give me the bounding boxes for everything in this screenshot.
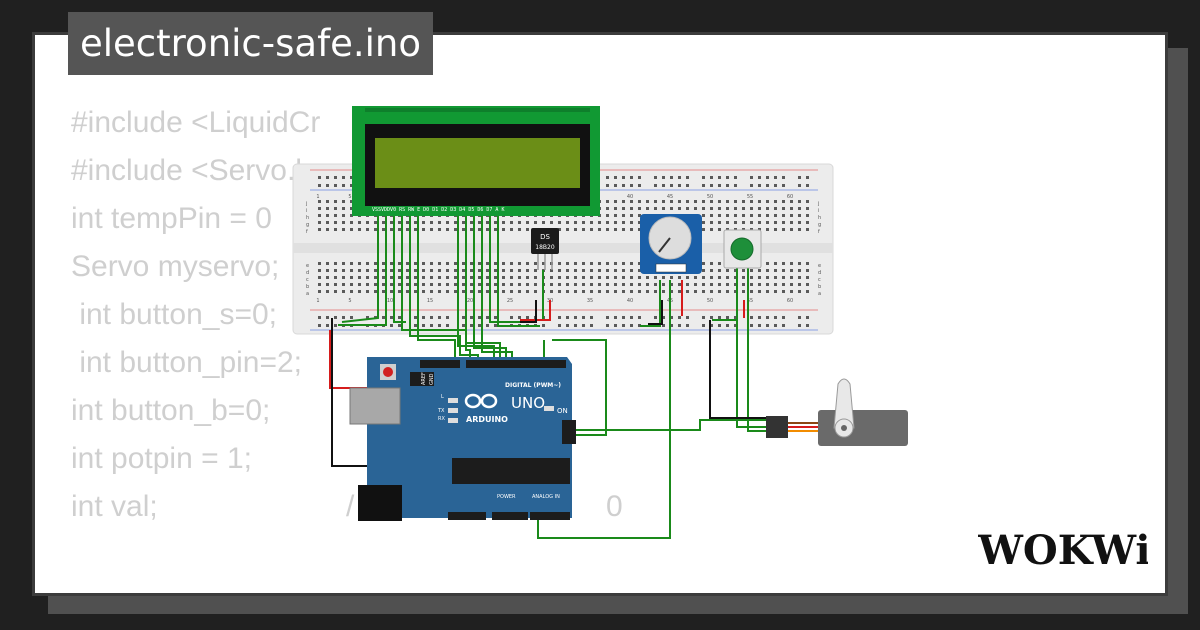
code-fragment: 0: [606, 490, 623, 523]
arduino-tx-label: TX: [437, 408, 445, 414]
arduino-digital-label: DIGITAL (PWM~): [505, 382, 561, 389]
breadboard-column-number: 60: [787, 298, 793, 304]
sensor-label-2: 18B20: [535, 244, 555, 251]
breadboard-row-letter: d: [306, 270, 309, 276]
temperature-sensor: DS 18B20: [531, 228, 559, 270]
breadboard-row-letter: i: [306, 208, 307, 214]
code-line: #include <LiquidCr: [71, 106, 321, 139]
breadboard-column-number: 50: [707, 298, 713, 304]
breadboard-row-letter: b: [306, 284, 309, 290]
breadboard-column-number: 55: [747, 194, 753, 200]
push-button[interactable]: [723, 229, 762, 269]
breadboard-column-number: 35: [587, 298, 593, 304]
potentiometer[interactable]: [640, 214, 702, 274]
breadboard-row-letter: h: [306, 215, 309, 221]
breadboard-column-number: 45: [667, 194, 673, 200]
breadboard-column-number: 40: [627, 298, 633, 304]
lcd-pin-labels: VSSVDDV0 RS RW E D0 D1 D2 D3 D4 D5 D6 D7…: [372, 207, 504, 213]
code-listing: #include <LiquidCr #include <Servo.h int…: [71, 99, 320, 531]
code-line: int potpin = 1;: [71, 442, 252, 475]
lcd-display: VSSVDDV0 RS RW E D0 D1 D2 D3 D4 D5 D6 D7…: [352, 106, 600, 216]
arduino-on-label: ON: [557, 407, 568, 415]
code-line: int button_s=0;: [71, 298, 277, 331]
project-title: electronic-safe.ino: [68, 12, 433, 75]
breadboard-row-letter: g: [818, 222, 821, 228]
arduino-analog-label: ANALOG IN: [532, 494, 560, 500]
code-line: int tempPin = 0: [71, 202, 272, 235]
breadboard-row-letter: h: [818, 215, 821, 221]
breadboard-row-letter: f: [306, 229, 308, 235]
code-fragment: /: [346, 490, 355, 523]
arduino-rx-label: RX: [438, 416, 445, 422]
arduino-logo-icon: [464, 393, 498, 409]
arduino-l-label: L: [441, 394, 444, 400]
breadboard-row-letter: c: [818, 277, 821, 283]
breadboard-column-number: 20: [467, 298, 473, 304]
breadboard-column-number: 25: [507, 298, 513, 304]
code-line: int val;: [71, 490, 158, 523]
breadboard-row-letter: j: [817, 201, 819, 207]
code-line: int button_pin=2;: [71, 346, 303, 379]
breadboard-column-number: 1: [316, 194, 319, 200]
arduino-uno-label: UNO: [511, 394, 545, 412]
breadboard-column-number: 10: [387, 298, 393, 304]
code-line: Servo myservo;: [71, 250, 280, 283]
breadboard-row-letter: d: [818, 270, 821, 276]
breadboard-row-letter: a: [306, 291, 309, 297]
wokwi-logo: WOKWi: [978, 527, 1148, 574]
breadboard-row-letter: j: [305, 201, 307, 207]
breadboard-column-number: 5: [348, 298, 351, 304]
breadboard-column-number: 1: [316, 298, 319, 304]
breadboard-column-number: 50: [707, 194, 713, 200]
code-line: int button_b=0;: [71, 394, 271, 427]
breadboard-row-letter: e: [818, 263, 821, 269]
sensor-label-1: DS: [540, 233, 550, 241]
arduino-uno: DIGITAL (PWM~) UNO ARDUINO ON L TX RX PO…: [349, 357, 576, 521]
breadboard-row-letter: c: [306, 277, 309, 283]
servo-motor: [766, 378, 908, 446]
breadboard-row-letter: b: [818, 284, 821, 290]
breadboard-row-letter: g: [306, 222, 309, 228]
reset-icon: [383, 367, 393, 377]
arduino-aref-label: AREF: [421, 372, 427, 385]
wokwi-logo-text: WOKWi: [978, 527, 1148, 574]
breadboard-column-number: 5: [348, 194, 351, 200]
breadboard-row-letter: i: [818, 208, 819, 214]
breadboard-column-number: 55: [747, 298, 753, 304]
breadboard-column-number: 60: [787, 194, 793, 200]
breadboard-row-letter: e: [306, 263, 309, 269]
code-line: #include <Servo.h: [71, 154, 312, 187]
breadboard-column-number: 40: [627, 194, 633, 200]
breadboard-row-letter: a: [818, 291, 821, 297]
arduino-brand-label: ARDUINO: [466, 415, 508, 424]
breadboard-row-letter: f: [818, 229, 820, 235]
breadboard-column-number: 15: [427, 298, 433, 304]
arduino-power-label: POWER: [497, 494, 516, 500]
arduino-gnd-label: GND: [429, 373, 435, 385]
